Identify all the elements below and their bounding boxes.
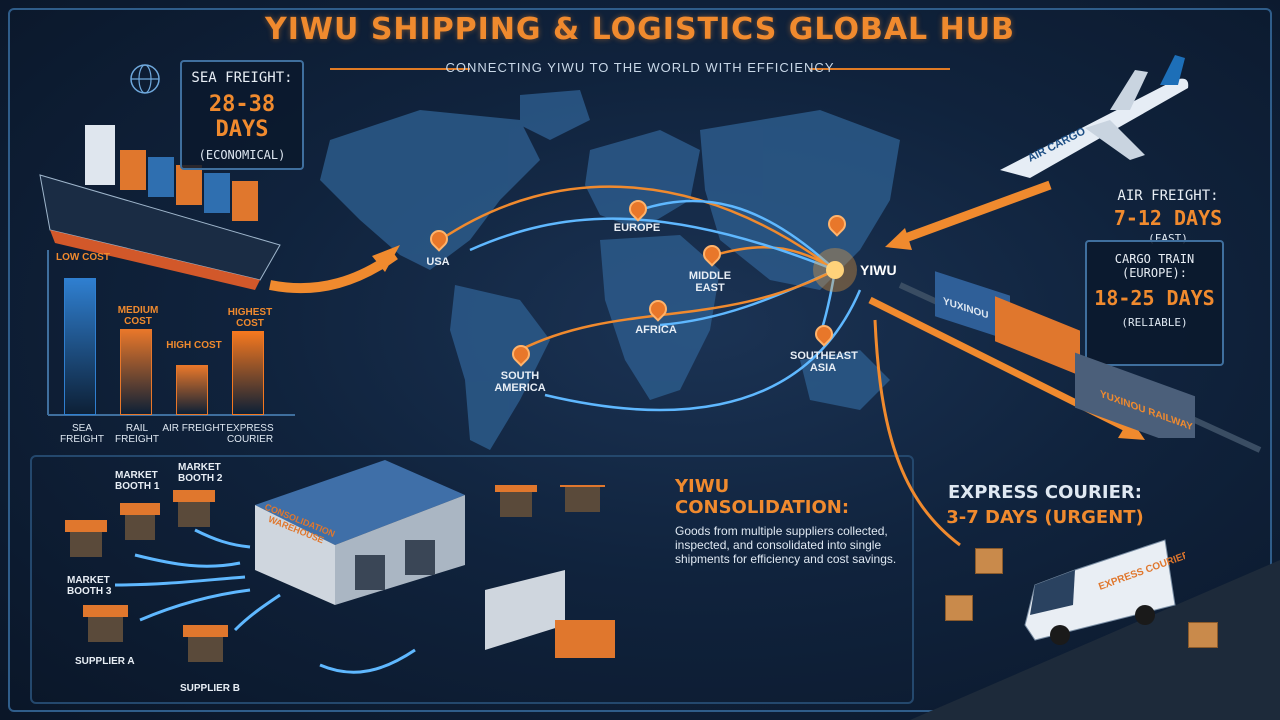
map-label-middle-east: MIDDLE EAST — [688, 270, 732, 294]
sea-arrow-head — [372, 245, 400, 272]
category-label-sea: SEA FREIGHT — [60, 423, 104, 445]
air-freight-block: AIR FREIGHT: 7-12 DAYS (FAST) — [1098, 188, 1238, 245]
sea-freight-days: 28-38 DAYS — [208, 92, 276, 142]
cost-chart — [40, 245, 300, 420]
road — [910, 560, 1280, 720]
map-label-usa: USA — [426, 256, 450, 268]
consolidation-block: YIWU CONSOLIDATION: Goods from multiple … — [675, 476, 900, 566]
route-europe — [639, 199, 836, 271]
air-arrow — [898, 180, 1052, 245]
rail-freight-note: (RELIABLE) — [1121, 316, 1188, 329]
air-arrow-head — [885, 228, 912, 250]
category-label-air: AIR FREIGHT — [162, 423, 226, 434]
consolidation-warehouse-icon — [255, 460, 465, 605]
express-courier-heading: EXPRESS COURIER: — [948, 482, 1142, 503]
airplane-icon: AIR CARGO — [1000, 55, 1189, 178]
route-usa-blue — [469, 217, 836, 272]
rail-freight-panel: CARGO TRAIN (EUROPE): 18-25 DAYS (RELIAB… — [1085, 240, 1224, 366]
map-label-south-america: SOUTH AMERICA — [494, 370, 546, 394]
bar-express-courier — [232, 331, 264, 415]
route-south-america — [519, 268, 836, 352]
cost-label-rail: MEDIUM COST — [117, 305, 159, 327]
cost-label-express: HIGHEST COST — [227, 307, 273, 329]
map-label-southeast-asia: SOUTHEAST ASIA — [790, 350, 858, 374]
source-label-booth-2: MARKET BOOTH 2 — [178, 462, 223, 484]
express-courier-days: 3-7 DAYS (URGENT) — [946, 507, 1144, 528]
parcel-box — [975, 548, 1003, 574]
rail-freight-days: 18-25 DAYS — [1094, 286, 1215, 310]
page-subtitle: CONNECTING YIWU TO THE WORLD WITH EFFICI… — [445, 60, 835, 75]
greenland-shape — [520, 90, 590, 140]
bar-air-freight — [176, 365, 208, 415]
source-label-booth-3: MARKET BOOTH 3 — [67, 575, 112, 597]
subtitle-rule-left — [330, 68, 470, 70]
europe-shape — [585, 130, 700, 230]
cost-chart-bars — [40, 245, 300, 415]
outer-frame — [8, 8, 1272, 712]
map-label-europe: EUROPE — [613, 222, 661, 234]
globe-icon — [130, 64, 160, 94]
express-courier-block: EXPRESS COURIER: 3-7 DAYS (URGENT) — [940, 482, 1150, 528]
cargo-train-icon: YUXINOU YUXINOU RAILWAY — [935, 271, 1195, 438]
map-label-africa: AFRICA — [635, 324, 677, 336]
container-ship-icon — [39, 125, 281, 290]
air-freight-days: 7-12 DAYS — [1113, 206, 1223, 230]
asia-shape — [700, 110, 900, 290]
parcel-box — [1188, 622, 1218, 648]
rail-arrow-head — [1118, 418, 1145, 440]
subtitle-rule-right — [810, 68, 950, 70]
source-label-supplier-b: SUPPLIER B — [180, 683, 241, 694]
australia-shape — [800, 350, 890, 410]
consolidation-body: Goods from multiple suppliers collected,… — [675, 524, 897, 566]
market-booths — [65, 485, 605, 662]
sea-freight-note: (ECONOMICAL) — [198, 148, 286, 162]
bar-sea-freight — [64, 278, 96, 415]
source-label-supplier-a: SUPPLIER A — [75, 656, 135, 667]
map-label-yiwu: YIWU — [860, 262, 897, 278]
collection-arrows — [114, 528, 416, 674]
cost-label-air: HIGH COST — [166, 340, 222, 351]
express-arrow — [873, 319, 961, 547]
sea-freight-panel: SEA FREIGHT: 28-38 DAYS (ECONOMICAL) — [180, 60, 304, 170]
cost-chart-axes — [47, 250, 295, 416]
rail-freight-heading: CARGO TRAIN (EUROPE): — [1114, 252, 1195, 280]
bar-rail-freight — [120, 329, 152, 415]
north-america-shape — [320, 110, 540, 270]
category-label-rail: RAIL FREIGHT — [115, 423, 159, 445]
consolidation-frame — [30, 455, 914, 704]
category-label-express: EXPRESS COURIER — [226, 423, 274, 445]
south-america-shape — [450, 285, 550, 450]
sea-freight-heading: SEA FREIGHT: — [191, 70, 293, 86]
express-van-icon: EXPRESS COURIER — [1024, 539, 1185, 645]
yiwu-hub-dot — [826, 261, 844, 279]
trucks — [485, 570, 615, 658]
consolidation-scene — [65, 485, 615, 674]
source-label-booth-1: MARKET BOOTH 1 — [115, 470, 160, 492]
page-title: YIWU SHIPPING & LOGISTICS GLOBAL HUB — [265, 12, 1015, 47]
route-usa — [439, 185, 836, 272]
parcel-box — [945, 595, 973, 621]
cost-label-sea: LOW COST — [56, 252, 110, 263]
consolidation-title: YIWU CONSOLIDATION: — [675, 476, 850, 518]
air-freight-heading: AIR FREIGHT: — [1117, 188, 1219, 204]
